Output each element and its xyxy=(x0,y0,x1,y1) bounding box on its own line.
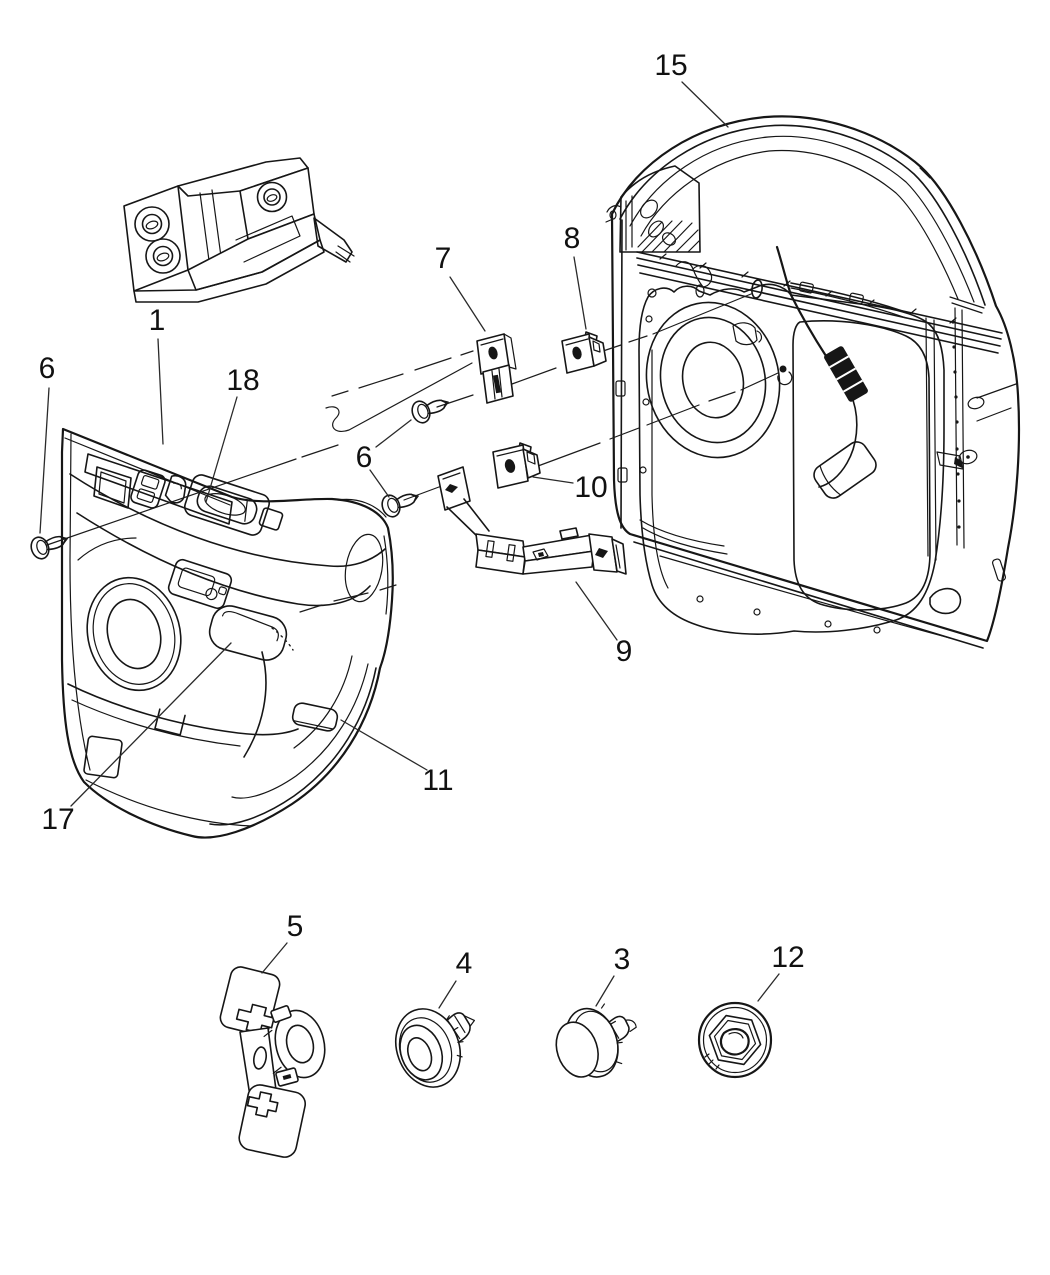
callout-number: 11 xyxy=(422,764,453,797)
callout-15: 15 xyxy=(654,49,729,128)
push-pin-4 xyxy=(395,1008,475,1088)
callout-number: 18 xyxy=(226,364,259,397)
leader-line xyxy=(595,975,615,1007)
callout-number: 5 xyxy=(287,910,304,943)
callout-9: 9 xyxy=(575,581,633,668)
push-screw-lower xyxy=(378,484,423,521)
leader-line xyxy=(681,81,729,128)
door-shell xyxy=(605,115,1021,649)
callout-5: 5 xyxy=(261,910,304,974)
grommet-nut-12 xyxy=(697,1001,773,1079)
leader-line xyxy=(157,338,164,445)
leader-line xyxy=(757,973,780,1002)
spot-welds xyxy=(951,320,961,529)
push-pin-3 xyxy=(555,1003,637,1078)
callout-number: 1 xyxy=(149,304,166,337)
clip-8 xyxy=(561,331,607,374)
door-trim-panel xyxy=(60,427,394,839)
bracket-7 xyxy=(476,333,517,404)
callout-17: 17 xyxy=(41,642,232,836)
callout-1: 1 xyxy=(149,304,166,445)
leader-line xyxy=(575,581,618,641)
leader-line xyxy=(39,387,50,534)
leader-line xyxy=(205,396,238,503)
callout-10: 10 xyxy=(532,471,608,504)
leader-line xyxy=(573,256,587,330)
pull-cup xyxy=(208,605,288,661)
bracket-9 xyxy=(437,466,627,575)
armrest-switch-plate xyxy=(167,558,233,610)
window-switch-cutout xyxy=(130,469,166,509)
callout-number: 3 xyxy=(614,943,631,976)
callout-3: 3 xyxy=(595,943,631,1007)
leader-line xyxy=(340,719,428,771)
callout-number: 8 xyxy=(564,222,581,255)
retainer-5 xyxy=(219,966,326,1158)
harness-connector xyxy=(824,346,868,402)
callout-number: 6 xyxy=(39,352,56,385)
leader-line xyxy=(369,469,390,498)
retainer-5-drum xyxy=(263,1009,326,1079)
lock-actuator xyxy=(813,441,877,499)
trim-speaker-grille xyxy=(86,576,182,692)
assembly-axis-lines xyxy=(46,293,779,651)
tweeter-corner-bracket xyxy=(123,157,355,303)
callout-12: 12 xyxy=(757,941,805,1002)
leader-line xyxy=(70,642,232,807)
callout-number: 6 xyxy=(356,441,373,474)
leader-line xyxy=(532,476,574,484)
callout-number: 17 xyxy=(41,803,74,836)
leader-line xyxy=(449,276,486,332)
tweeter-holes xyxy=(134,181,288,274)
callout-18: 18 xyxy=(205,364,260,503)
callout-11: 11 xyxy=(340,719,454,797)
callout-number: 15 xyxy=(654,49,687,82)
callout-layer: 1 3 4 5 6 6 7 8 9 10 11 12 15 17 18 xyxy=(39,49,805,1009)
callout-7: 7 xyxy=(435,242,486,332)
leader-line xyxy=(375,419,412,448)
pocket-bump xyxy=(291,702,339,732)
callout-number: 4 xyxy=(456,947,473,980)
push-screw-middle xyxy=(408,390,453,427)
door-speaker-opening xyxy=(645,301,781,459)
callout-number: 7 xyxy=(435,242,452,275)
leader-line xyxy=(438,980,457,1009)
callout-8: 8 xyxy=(564,222,587,330)
callout-number: 10 xyxy=(574,471,607,504)
door-handle-bezel xyxy=(184,474,270,536)
clip-10 xyxy=(492,442,541,489)
callout-6: 6 xyxy=(356,419,412,498)
leader-line xyxy=(261,942,288,974)
callout-number: 12 xyxy=(771,941,804,974)
callout-4: 4 xyxy=(438,947,473,1009)
callout-number: 9 xyxy=(616,635,633,668)
callout-6: 6 xyxy=(39,352,56,534)
